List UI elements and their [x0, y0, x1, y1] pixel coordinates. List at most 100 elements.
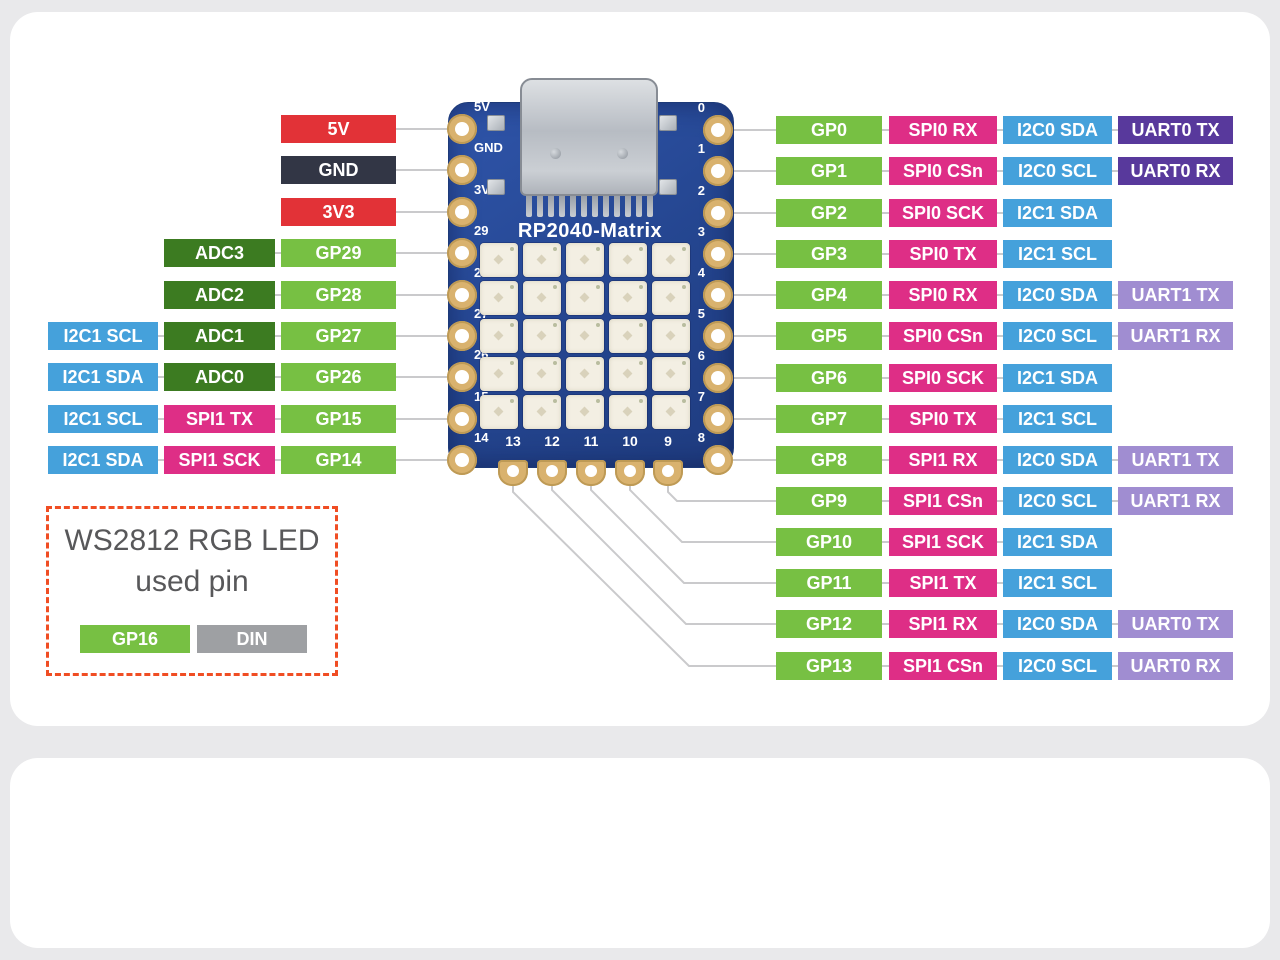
pin-chip-i2c1-scl: I2C1 SCL [48, 322, 158, 350]
ws2812-led [566, 319, 604, 353]
usb-dimple-icon [617, 148, 628, 159]
pin-chip-uart0-tx: UART0 TX [1118, 610, 1233, 638]
pin-chip-i2c0-sda: I2C0 SDA [1003, 116, 1112, 144]
ws2812-led [609, 243, 647, 277]
pin-chip-uart1-tx: UART1 TX [1118, 446, 1233, 474]
pin-chip-gp14: GP14 [281, 446, 396, 474]
silkscreen-label-10: 10 [622, 433, 638, 449]
castellated-hole-26 [447, 362, 477, 392]
usb-leg [636, 196, 642, 217]
castellated-hole-gnd [447, 155, 477, 185]
usb-leg [570, 196, 576, 217]
pin-chip-gp6: GP6 [776, 364, 882, 392]
pin-chip-uart1-rx: UART1 RX [1118, 322, 1233, 350]
silkscreen-label-8: 8 [697, 430, 705, 445]
pin-chip-gp13: GP13 [776, 652, 882, 680]
castellated-hole-29 [447, 238, 477, 268]
pin-chip-spi0-csn: SPI0 CSn [889, 322, 997, 350]
castellated-hole-28 [447, 280, 477, 310]
pin-chip-spi0-tx: SPI0 TX [889, 405, 997, 433]
castellated-hole-14 [447, 445, 477, 475]
pin-chip-gp28: GP28 [281, 281, 396, 309]
silkscreen-label-2: 2 [697, 183, 705, 198]
ws2812-led [652, 319, 690, 353]
pin-chip-i2c1-sda: I2C1 SDA [1003, 364, 1112, 392]
castellated-pad-11 [576, 460, 606, 486]
pin-chip-uart0-tx: UART0 TX [1118, 116, 1233, 144]
ws2812-led [566, 357, 604, 391]
pin-wire [629, 486, 1092, 543]
pin-chip-spi0-sck: SPI0 SCK [889, 199, 997, 227]
pin-chip-i2c1-sda: I2C1 SDA [48, 446, 158, 474]
ws2812-led [480, 395, 518, 429]
usb-leg [603, 196, 609, 217]
ws2812-led [523, 357, 561, 391]
silkscreen-label-9: 9 [664, 433, 672, 449]
pin-chip-gnd: GND [281, 156, 396, 184]
pin-chip-adc2: ADC2 [164, 281, 275, 309]
castellated-hole-3 [703, 239, 733, 269]
pin-chip-i2c0-scl: I2C0 SCL [1003, 487, 1112, 515]
pin-chip-spi1-tx: SPI1 TX [889, 569, 997, 597]
pinout-card: 5VGND3V3292827261514012345678131211109 R… [10, 12, 1270, 726]
smd-pad [487, 179, 505, 195]
usb-leg [647, 196, 653, 217]
pin-chip-i2c1-sda: I2C1 SDA [48, 363, 158, 391]
pin-chip-spi0-rx: SPI0 RX [889, 116, 997, 144]
usb-leg [625, 196, 631, 217]
pin-chip-gp12: GP12 [776, 610, 882, 638]
silkscreen-label-7: 7 [697, 389, 705, 404]
pin-chip-i2c1-sda: I2C1 SDA [1003, 528, 1112, 556]
castellated-pad-12 [537, 460, 567, 486]
board-name: RP2040-Matrix [517, 220, 663, 242]
pin-chip-spi0-tx: SPI0 TX [889, 240, 997, 268]
ws2812-led [523, 319, 561, 353]
castellated-hole-5 [703, 321, 733, 351]
smd-pad [659, 115, 677, 131]
usb-connector-legs [526, 196, 654, 217]
pin-chip-i2c1-scl: I2C1 SCL [48, 405, 158, 433]
pin-chip-gp2: GP2 [776, 199, 882, 227]
ws2812-led [523, 281, 561, 315]
pin-chip-gp1: GP1 [776, 157, 882, 185]
castellated-hole-7 [703, 404, 733, 434]
castellated-hole-27 [447, 321, 477, 351]
castellated-hole-8 [703, 445, 733, 475]
ws2812-led [652, 281, 690, 315]
pin-chip-i2c1-scl: I2C1 SCL [1003, 405, 1112, 433]
smd-pad [487, 115, 505, 131]
pin-chip-gp4: GP4 [776, 281, 882, 309]
ws2812-led [523, 243, 561, 277]
pin-chip-spi0-csn: SPI0 CSn [889, 157, 997, 185]
pin-chip-gp0: GP0 [776, 116, 882, 144]
ws2812-led [609, 319, 647, 353]
pin-chip-adc3: ADC3 [164, 239, 275, 267]
silkscreen-label-14: 14 [474, 430, 489, 445]
ws2812-led [566, 281, 604, 315]
pin-chip-uart0-rx: UART0 RX [1118, 157, 1233, 185]
pin-chip-i2c1-scl: I2C1 SCL [1003, 569, 1112, 597]
silkscreen-label-13: 13 [505, 433, 521, 449]
pin-chip-adc1: ADC1 [164, 322, 275, 350]
pin-chip-gp3: GP3 [776, 240, 882, 268]
usb-leg [526, 196, 532, 217]
castellated-hole-5v [447, 114, 477, 144]
ws2812-box [46, 506, 338, 676]
usb-leg [537, 196, 543, 217]
ws2812-title-line2: used pin [135, 565, 249, 598]
pin-chip-i2c0-scl: I2C0 SCL [1003, 322, 1112, 350]
pin-chip-gp7: GP7 [776, 405, 882, 433]
pin-chip-spi1-rx: SPI1 RX [889, 446, 997, 474]
ws2812-led [480, 319, 518, 353]
silkscreen-label-gnd: GND [474, 140, 503, 155]
usb-c-connector [520, 78, 658, 196]
ws2812-led [566, 243, 604, 277]
pin-chip-gp11: GP11 [776, 569, 882, 597]
silkscreen-label-6: 6 [697, 348, 705, 363]
silkscreen-label-12: 12 [544, 433, 560, 449]
castellated-hole-4 [703, 280, 733, 310]
pin-chip-gp9: GP9 [776, 487, 882, 515]
pin-chip-i2c0-sda: I2C0 SDA [1003, 281, 1112, 309]
pin-chip-uart1-tx: UART1 TX [1118, 281, 1233, 309]
silkscreen-label-4: 4 [697, 265, 705, 280]
